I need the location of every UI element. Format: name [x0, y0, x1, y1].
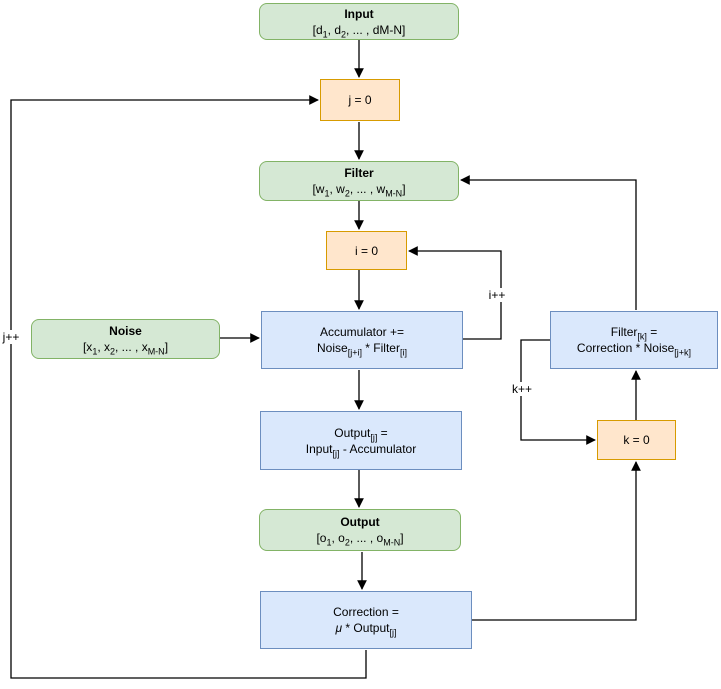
- node-output-j: Output[j] = Input[j] - Accumulator: [260, 411, 462, 470]
- input-values: [d1, d2, ... , dM-N]: [312, 22, 406, 39]
- j0-label: j = 0: [348, 93, 372, 107]
- k0-label: k = 0: [623, 433, 650, 447]
- output-j-line1: Output[j] =: [334, 425, 388, 442]
- filter-k-line1: Filter[k] =: [610, 325, 658, 342]
- output-title: Output: [340, 515, 380, 529]
- node-correction: Correction = μ * Output[j]: [260, 591, 472, 649]
- edge-filterk-to-filter: [460, 175, 637, 310]
- filter-title: Filter: [344, 166, 374, 180]
- node-accumulator: Accumulator += Noise[j+i] * Filter[i]: [261, 311, 463, 369]
- node-j0: j = 0: [320, 79, 400, 121]
- node-filter: Filter [w1, w2, ... , wM-N]: [259, 161, 459, 201]
- noise-title: Noise: [109, 324, 142, 338]
- accumulator-line2: Noise[j+i] * Filter[i]: [317, 341, 407, 358]
- node-filter-k: Filter[k] = Correction * Noise[j+k]: [550, 311, 718, 369]
- accumulator-line1: Accumulator +=: [319, 325, 405, 339]
- edge-label-i-increment: i++: [487, 288, 507, 302]
- edge-label-j-increment: j++: [1, 330, 21, 344]
- input-title: Input: [344, 6, 374, 21]
- node-i0: i = 0: [326, 231, 407, 270]
- node-noise: Noise [x1, x2, ... , xM-N]: [31, 319, 220, 359]
- correction-line1: Correction =: [333, 605, 399, 619]
- edge-j-loop: [10, 95, 367, 679]
- filter-values: [w1, w2, ... , wM-N]: [312, 182, 406, 199]
- node-output: Output [o1, o2, ... , oM-N]: [259, 509, 461, 551]
- edge-label-k-increment: k++: [510, 382, 534, 396]
- node-k0: k = 0: [597, 420, 676, 460]
- correction-line2: μ * Output[j]: [335, 621, 397, 638]
- noise-values: [x1, x2, ... , xM-N]: [82, 340, 169, 357]
- output-j-line2: Input[j] - Accumulator: [305, 441, 417, 458]
- edge-correction-to-k0: [472, 461, 641, 621]
- filter-k-line2: Correction * Noise[j+k]: [576, 341, 692, 358]
- node-input: Input [d1, d2, ... , dM-N]: [259, 3, 459, 40]
- i0-label: i = 0: [354, 243, 378, 258]
- output-values: [o1, o2, ... , oM-N]: [316, 531, 404, 548]
